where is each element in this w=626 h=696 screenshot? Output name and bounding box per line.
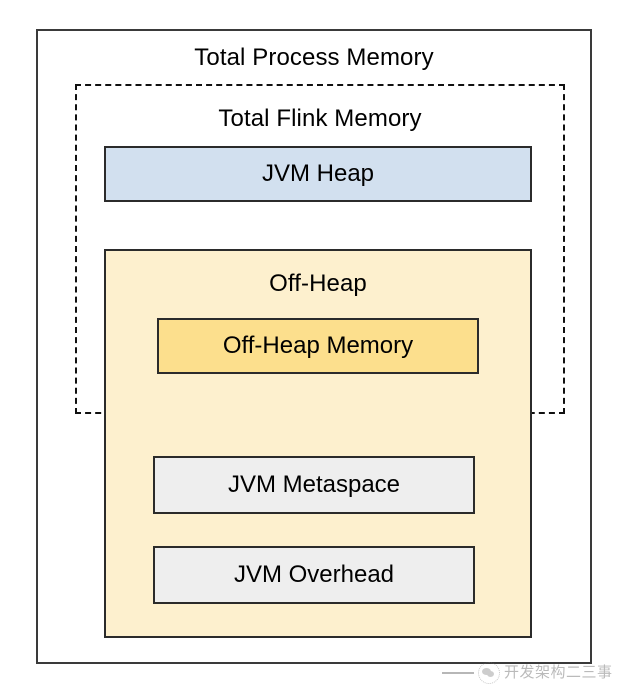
watermark-text: 开发架构二三事 bbox=[504, 664, 613, 681]
region-label-total-process-memory: Total Process Memory bbox=[194, 44, 434, 71]
box-off-heap-memory: Off-Heap Memory bbox=[157, 318, 479, 374]
wechat-account-icon bbox=[478, 662, 500, 684]
box-jvm-metaspace: JVM Metaspace bbox=[153, 456, 475, 514]
watermark-rule bbox=[442, 672, 474, 674]
region-label-off-heap: Off-Heap bbox=[269, 270, 367, 297]
box-jvm-overhead: JVM Overhead bbox=[153, 546, 475, 604]
region-label-total-flink-memory: Total Flink Memory bbox=[218, 105, 422, 132]
box-jvm-heap: JVM Heap bbox=[104, 146, 532, 202]
